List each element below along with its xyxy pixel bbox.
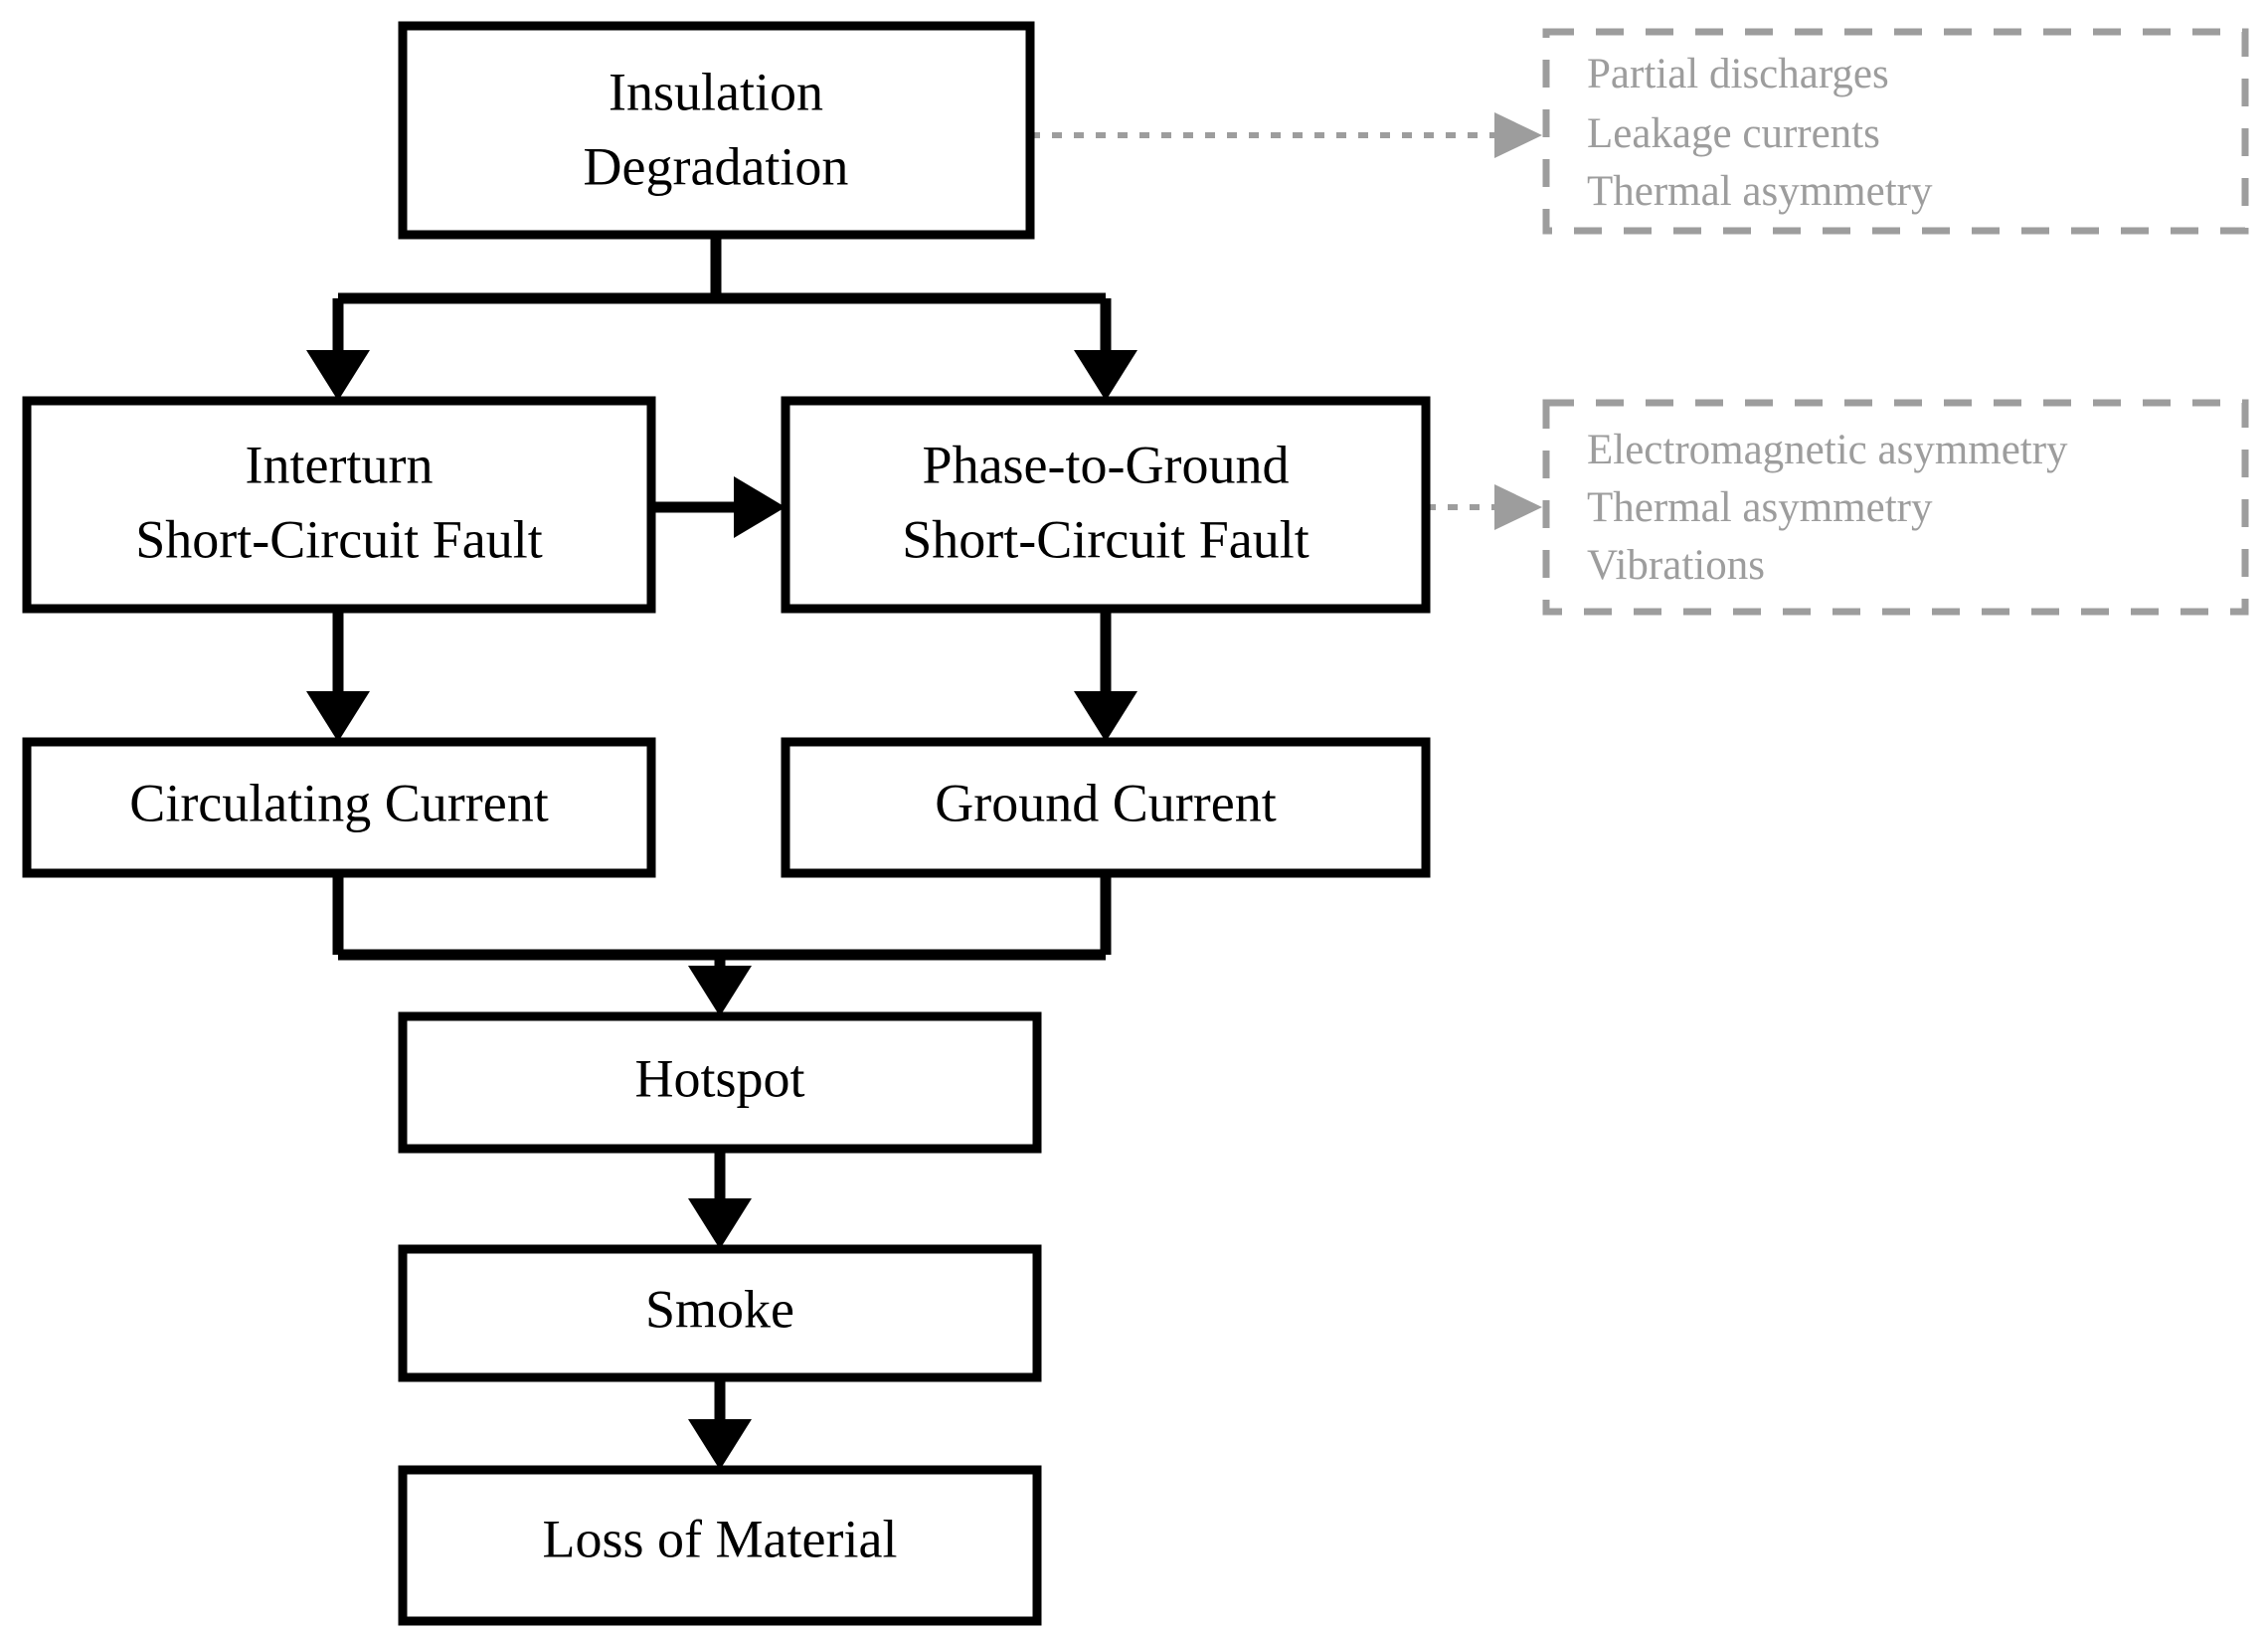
annotation-box-1: Partial discharges Leakage currents Ther… [1542,28,2249,235]
annotation-1-line-3: Thermal asymmetry [1587,168,1933,215]
node-label-insulation-degradation-line2: Degradation [584,136,849,196]
node-label-loss-of-material: Loss of Material [543,1509,898,1568]
node-box-ground-current [781,737,1431,878]
node-label-ground-current: Ground Current [935,773,1276,832]
node-box-smoke [398,1244,1042,1382]
node-box-phase-to-ground-short-circuit-fault [781,396,1431,614]
edge-insulation-to-annotation-1 [1030,112,1542,158]
arrowhead-down-circulating [306,691,370,742]
arrowhead-down-ground-current [1074,691,1137,742]
node-smoke[interactable]: Smoke [398,1244,1042,1382]
arrowhead-down-interturn [306,350,370,401]
node-interturn-short-circuit-fault[interactable]: Interturn Short-Circuit Fault [22,396,656,614]
annotation-2-line-3: Vibrations [1587,542,1765,589]
node-loss-of-material[interactable]: Loss of Material [398,1465,1042,1626]
node-ground-current[interactable]: Ground Current [781,737,1431,878]
node-label-smoke: Smoke [645,1279,794,1339]
edge-currents-to-hotspot [332,873,1112,1016]
node-box-loss-of-material [398,1465,1042,1626]
arrowhead-right-phase-ground [734,476,785,538]
node-label-circulating-current: Circulating Current [129,773,548,832]
edge-phase-ground-to-annotation-2 [1426,484,1542,530]
node-label-interturn-line2: Short-Circuit Fault [135,509,542,569]
edge-phase-ground-to-ground-current [1074,609,1137,742]
node-label-phase-to-ground-line1: Phase-to-Ground [923,435,1290,494]
edge-interturn-to-circulating [306,609,370,742]
arrowhead-down-hotspot [688,966,752,1016]
node-label-insulation-degradation-line1: Insulation [609,62,823,121]
node-box-insulation-degradation [398,21,1035,240]
arrowhead-down-phase-ground [1074,350,1137,401]
arrowhead-right-annotation-1 [1494,112,1542,158]
annotation-1-line-2: Leakage currents [1587,110,1880,157]
node-circulating-current[interactable]: Circulating Current [22,737,656,878]
node-box-hotspot [398,1011,1042,1154]
node-box-circulating-current [22,737,656,878]
annotation-box-2: Electromagnetic asymmetry Thermal asymme… [1542,399,2249,616]
node-label-interturn-line1: Interturn [246,435,434,494]
edge-hotspot-to-smoke [688,1149,752,1249]
annotation-2-line-2: Thermal asymmetry [1587,484,1933,531]
node-label-hotspot: Hotspot [634,1048,804,1108]
node-hotspot[interactable]: Hotspot [398,1011,1042,1154]
node-label-phase-to-ground-line2: Short-Circuit Fault [902,509,1308,569]
annotation-box-1-outline [1542,28,2249,235]
edge-interturn-to-phase-ground [651,476,785,538]
annotation-1-line-1: Partial discharges [1587,51,1889,97]
annotation-2-line-1: Electromagnetic asymmetry [1587,427,2068,473]
arrowhead-down-loss-of-material [688,1419,752,1470]
edge-insulation-to-faults [306,235,1137,401]
node-box-interturn-short-circuit-fault [22,396,656,614]
arrowhead-right-annotation-2 [1494,484,1542,530]
node-phase-to-ground-short-circuit-fault[interactable]: Phase-to-Ground Short-Circuit Fault [781,396,1431,614]
arrowhead-down-smoke [688,1198,752,1249]
edge-smoke-to-loss [688,1377,752,1470]
annotation-box-2-outline [1542,399,2249,616]
node-insulation-degradation[interactable]: Insulation Degradation [398,21,1035,240]
